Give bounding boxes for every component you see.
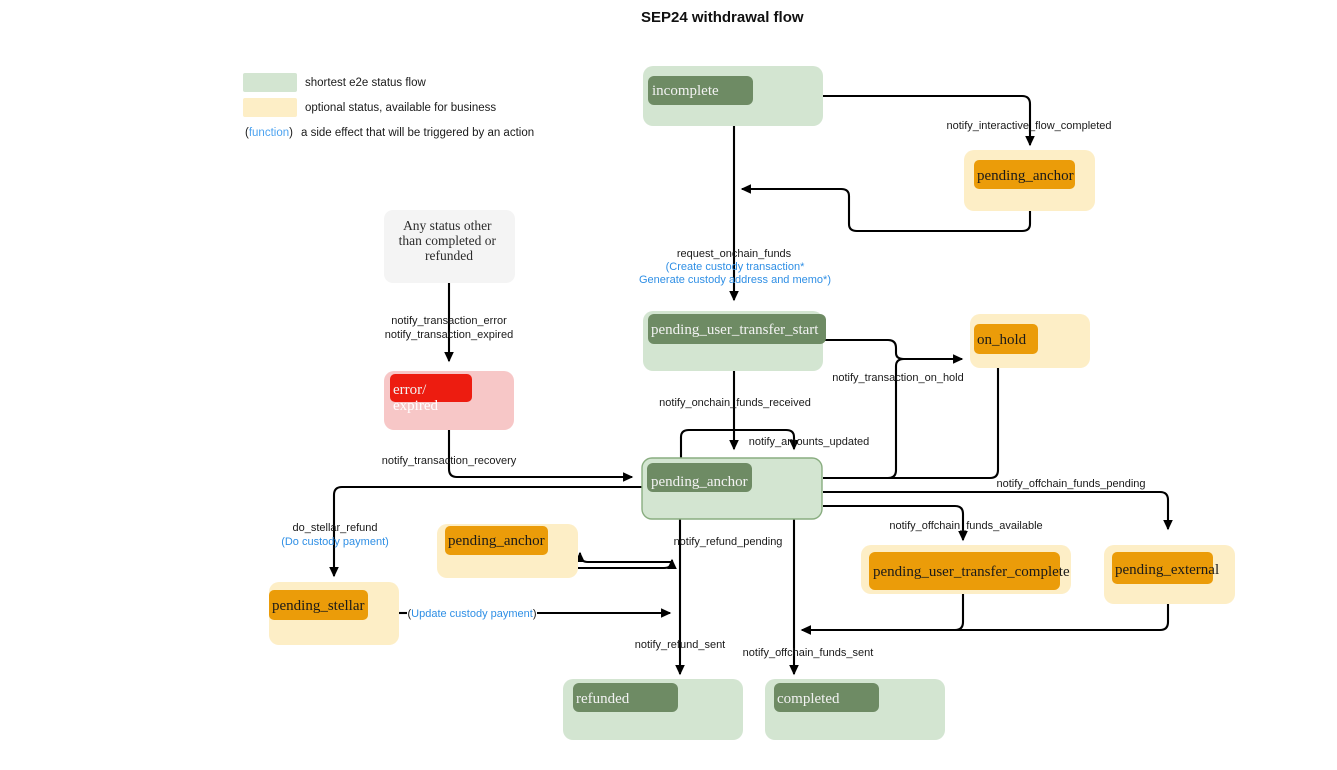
note-line-3: refunded [425,248,473,263]
edge-label-notify-interactive-flow-completed: notify_interactive_flow_completed [946,120,1111,132]
node-pending-external[interactable]: pending_external [1104,545,1235,604]
legend-paren-close: ) [289,127,293,139]
edge-label-notify-amounts-updated: notify_amounts_updated [749,436,869,448]
note-line-1: Any status other [403,218,492,233]
legend-swatch-shortest [243,73,297,92]
node-on-hold-inner [974,324,1038,354]
edge-pending-anchor-top-to-spine [740,184,1032,233]
edge-label-update-custody-payment: (Update custody payment) [407,608,536,620]
node-error-label-line2: expired [393,398,438,414]
edge-pending-anchor-mid-to-putc [823,504,968,542]
edge-label-do-stellar-refund: do_stellar_refund [292,522,377,534]
edge-pending-anchor-mid-to-pending-external [823,490,1173,531]
edges-layer [329,94,1173,676]
legend: shortest e2e status flow optional status… [243,73,534,139]
node-ptus-inner [648,314,826,344]
node-pending-stellar-inner [269,590,368,620]
node-any-status-note: Any status other than completed or refun… [384,210,515,283]
node-any-status-note-label: Any status other than completed or refun… [399,218,500,263]
node-putc-inner [869,552,1060,590]
node-incomplete-label: incomplete [652,83,719,99]
update-custody-paren-open: ( [407,608,411,620]
edge-label-notify-offchain-funds-sent: notify_offchain_funds_sent [743,647,874,659]
edge-label-create-custody-transaction: (Create custody transaction* [666,261,806,273]
node-pending-anchor-low-label: pending_anchor [448,533,545,549]
edge-label-notify-offchain-funds-pending: notify_offchain_funds_pending [996,478,1145,490]
edge-label-notify-transaction-error: notify_transaction_error [391,315,507,327]
edge-pending-anchor-mid-to-pending-stellar [329,485,642,578]
node-pending-anchor-top-label: pending_anchor [977,168,1074,184]
edge-label-notify-offchain-funds-available: notify_offchain_funds_available [889,520,1042,532]
edge-label-do-custody-payment: (Do custody payment) [281,536,389,548]
node-error-label-line1: error/ [393,382,427,398]
edge-error-to-pending-anchor-mid [447,430,634,482]
edge-label-notify-transaction-expired: notify_transaction_expired [385,329,513,341]
node-putc-label: pending_user_transfer_complete [873,564,1070,580]
legend-label-shortest: shortest e2e status flow [305,77,427,89]
node-pending-anchor-mid[interactable]: pending_anchor [641,457,823,520]
node-pending-anchor-top-inner [974,160,1075,189]
node-ptus-label: pending_user_transfer_start [651,322,819,338]
node-pending-external-inner [1112,552,1213,584]
edge-putc-to-completed [800,594,965,635]
node-pending-external-label: pending_external [1115,562,1219,578]
node-on-hold-label: on_hold [977,332,1027,348]
node-refunded[interactable]: refunded [563,679,743,740]
edge-incomplete-to-pending-anchor-top [823,94,1035,147]
edge-label-notify-transaction-on-hold: notify_transaction_on_hold [832,372,963,384]
edge-label-request-onchain-funds: request_onchain_funds [677,248,792,260]
node-on-hold[interactable]: on_hold [970,314,1090,368]
legend-function-keyword: function [249,127,289,139]
node-pending-anchor-low[interactable]: pending_anchor [437,524,578,578]
node-pending-anchor-low-inner [445,526,548,555]
legend-function-description: a side effect that will be triggered by … [301,127,534,139]
note-line-2: than completed or [399,233,497,248]
edge-refund-pending-to-pending-anchor-low [575,551,672,564]
legend-paren-open: ( [245,127,249,139]
edge-label-notify-refund-sent: notify_refund_sent [635,639,726,651]
node-pending-anchor-mid-label: pending_anchor [651,474,748,490]
node-pending-user-transfer-start[interactable]: pending_user_transfer_start [643,311,826,371]
edge-pending-anchor-mid-amounts-updated-loop [679,428,799,458]
node-error-expired-inner [390,374,472,402]
node-any-status-note-box [384,210,515,283]
edge-label-notify-transaction-recovery: notify_transaction_recovery [382,455,517,467]
page-title: SEP24 withdrawal flow [641,9,804,26]
legend-label-optional: optional status, available for business [305,102,496,114]
edge-on-hold-to-pending-anchor-mid [823,368,1000,480]
edge-label-generate-custody-address: Generate custody address and memo*) [639,274,831,286]
legend-swatch-optional [243,98,297,117]
edge-pending-external-to-completed [800,604,1170,635]
update-custody-paren-close: ) [533,608,537,620]
edge-labels-layer: notify_interactive_flow_completed reques… [281,120,1145,659]
node-pending-anchor-top[interactable]: pending_anchor [964,150,1095,211]
node-pending-stellar[interactable]: pending_stellar [269,582,399,645]
edge-ptus-to-on-hold [823,338,964,364]
node-error-expired[interactable]: error/ expired [384,371,514,430]
edge-label-notify-refund-pending: notify_refund_pending [674,536,783,548]
node-refunded-inner [573,683,678,712]
update-custody-body: Update custody payment [411,608,533,620]
node-completed-label: completed [777,691,840,707]
node-incomplete-inner [648,76,753,105]
node-pending-stellar-label: pending_stellar [272,598,364,614]
legend-function-note: (function) [245,127,293,139]
node-completed[interactable]: completed [765,679,945,740]
node-refunded-label: refunded [576,691,630,707]
node-incomplete[interactable]: incomplete [643,66,823,126]
edge-label-notify-onchain-funds-received: notify_onchain_funds_received [659,397,811,409]
node-completed-inner [774,683,879,712]
node-pending-anchor-mid-inner [647,463,752,492]
edge-pending-anchor-low-return [578,558,677,570]
node-pending-user-transfer-complete[interactable]: pending_user_transfer_complete [861,545,1071,594]
